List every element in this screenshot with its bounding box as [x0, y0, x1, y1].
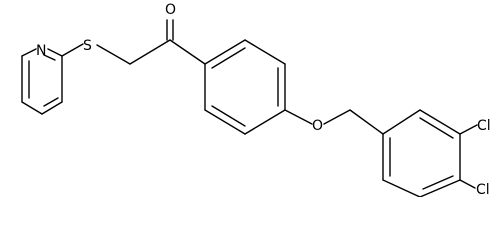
bond — [61, 43, 84, 57]
carbonyl-group — [166, 19, 206, 65]
bond — [419, 179, 461, 197]
atom-label-nitrogen: N — [36, 43, 46, 59]
bond — [323, 109, 351, 125]
bond — [419, 109, 461, 135]
bond — [96, 44, 131, 65]
ether-linker — [284, 109, 384, 135]
bond — [244, 39, 286, 65]
double-bond-inner — [211, 105, 246, 127]
pyridine-ring — [21, 48, 63, 115]
bond — [382, 109, 421, 135]
atom-label-chlorine: Cl — [476, 182, 490, 197]
dichlorophenyl-ring — [382, 109, 461, 197]
atom-label-ether-oxygen: O — [312, 118, 323, 134]
double-bond-inner — [43, 97, 59, 107]
bond — [349, 109, 384, 135]
atom-label-sulfur: S — [83, 38, 92, 54]
bond — [244, 109, 286, 135]
bond — [41, 101, 63, 115]
bond — [284, 109, 313, 125]
bond — [129, 39, 171, 65]
molecule-canvas: O S N O Cl Cl — [21, 2, 491, 197]
double-bond-inner — [419, 117, 454, 139]
bond — [169, 39, 206, 65]
atom-label-carbonyl-oxygen: O — [165, 2, 176, 18]
thioether-linker — [61, 39, 171, 65]
bond — [459, 124, 478, 135]
chlorine-substituents — [459, 124, 478, 189]
bond — [204, 109, 246, 135]
bond — [47, 48, 63, 57]
atom-label-chlorine: Cl — [477, 118, 491, 134]
structure-diagram: O S N O Cl Cl — [21, 2, 491, 197]
bond — [382, 179, 421, 197]
central-benzene-ring — [204, 39, 286, 135]
bond — [204, 39, 246, 65]
bond — [21, 48, 37, 57]
double-bond-inner — [211, 47, 246, 69]
bond — [21, 101, 43, 115]
double-bond-inner — [43, 54, 56, 61]
bond — [459, 179, 476, 189]
double-bond-inner — [422, 175, 454, 190]
